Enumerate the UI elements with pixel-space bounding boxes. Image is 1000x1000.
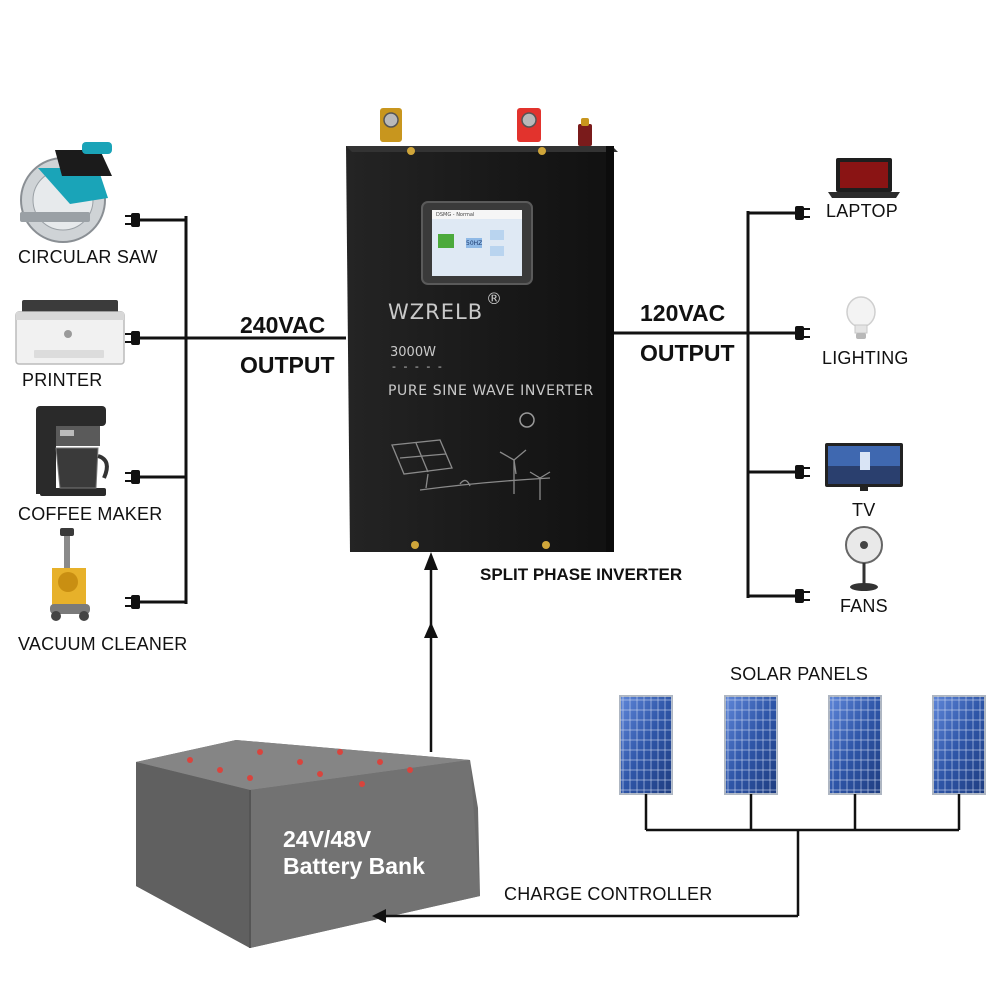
arrow-left-icon bbox=[372, 909, 386, 923]
solar-panel bbox=[932, 695, 986, 795]
plug-icon bbox=[125, 595, 140, 609]
plug-icon bbox=[795, 465, 810, 479]
arrow-up-icon bbox=[424, 552, 438, 570]
battery-voltage: 24V/48V bbox=[283, 826, 372, 852]
plug-icon bbox=[125, 213, 140, 227]
inverter-unit bbox=[346, 108, 618, 552]
trademark-symbol: ® bbox=[486, 289, 502, 308]
label-laptop: LAPTOP bbox=[826, 201, 898, 221]
inverter-dashes: - - - - - bbox=[392, 360, 444, 373]
battery-label: Battery Bank bbox=[283, 853, 425, 879]
battery-bank bbox=[136, 740, 480, 948]
inverter-power: 3000W bbox=[390, 345, 436, 360]
inverter-description: PURE SINE WAVE INVERTER bbox=[388, 383, 594, 399]
left-plugs bbox=[125, 213, 140, 609]
output-240-word: OUTPUT bbox=[240, 352, 335, 378]
fan-icon bbox=[845, 526, 883, 591]
output-120-voltage: 120VAC bbox=[640, 300, 726, 326]
output-240-voltage: 240VAC bbox=[240, 312, 326, 338]
plug-icon bbox=[125, 331, 140, 345]
coffee-maker-icon bbox=[36, 406, 109, 496]
printer-icon bbox=[15, 300, 125, 365]
battery-to-inverter-wire bbox=[424, 552, 438, 752]
label-fans: FANS bbox=[840, 596, 888, 616]
right-plugs bbox=[795, 206, 810, 603]
solar-panel bbox=[828, 695, 882, 795]
label-lighting: LIGHTING bbox=[822, 348, 909, 368]
solar-panel-array bbox=[619, 695, 986, 795]
label-coffee-maker: COFFEE MAKER bbox=[18, 504, 163, 524]
charge-controller-label: CHARGE CONTROLLER bbox=[504, 884, 713, 904]
solar-panels-label: SOLAR PANELS bbox=[730, 664, 869, 684]
label-printer: PRINTER bbox=[22, 370, 103, 390]
solar-wiring bbox=[384, 794, 961, 918]
plug-icon bbox=[795, 326, 810, 340]
screen-title: DSMG - Normal bbox=[436, 212, 475, 218]
solar-panel bbox=[724, 695, 778, 795]
circular-saw-icon bbox=[20, 142, 112, 243]
inverter-caption: SPLIT PHASE INVERTER bbox=[480, 565, 683, 584]
solar-panel bbox=[619, 695, 673, 795]
label-tv: TV bbox=[852, 500, 876, 520]
arrow-up-icon bbox=[424, 622, 438, 638]
laptop-icon bbox=[828, 158, 900, 198]
plug-icon bbox=[795, 589, 810, 603]
plug-icon bbox=[795, 206, 810, 220]
power-button-icon bbox=[519, 412, 535, 428]
label-circular-saw: CIRCULAR SAW bbox=[18, 247, 158, 267]
vacuum-cleaner-icon bbox=[50, 528, 90, 621]
solar-wind-emblem bbox=[391, 439, 551, 500]
screen-value: 50HZ bbox=[466, 240, 483, 247]
light-bulb-icon bbox=[846, 296, 876, 339]
plug-icon bbox=[125, 470, 140, 484]
tv-icon bbox=[825, 443, 903, 491]
right-wiring bbox=[612, 211, 795, 598]
left-wiring bbox=[140, 216, 346, 604]
inverter-brand: WZRELB bbox=[388, 300, 484, 324]
output-120-word: OUTPUT bbox=[640, 340, 735, 366]
label-vacuum-cleaner: VACUUM CLEANER bbox=[18, 634, 188, 654]
